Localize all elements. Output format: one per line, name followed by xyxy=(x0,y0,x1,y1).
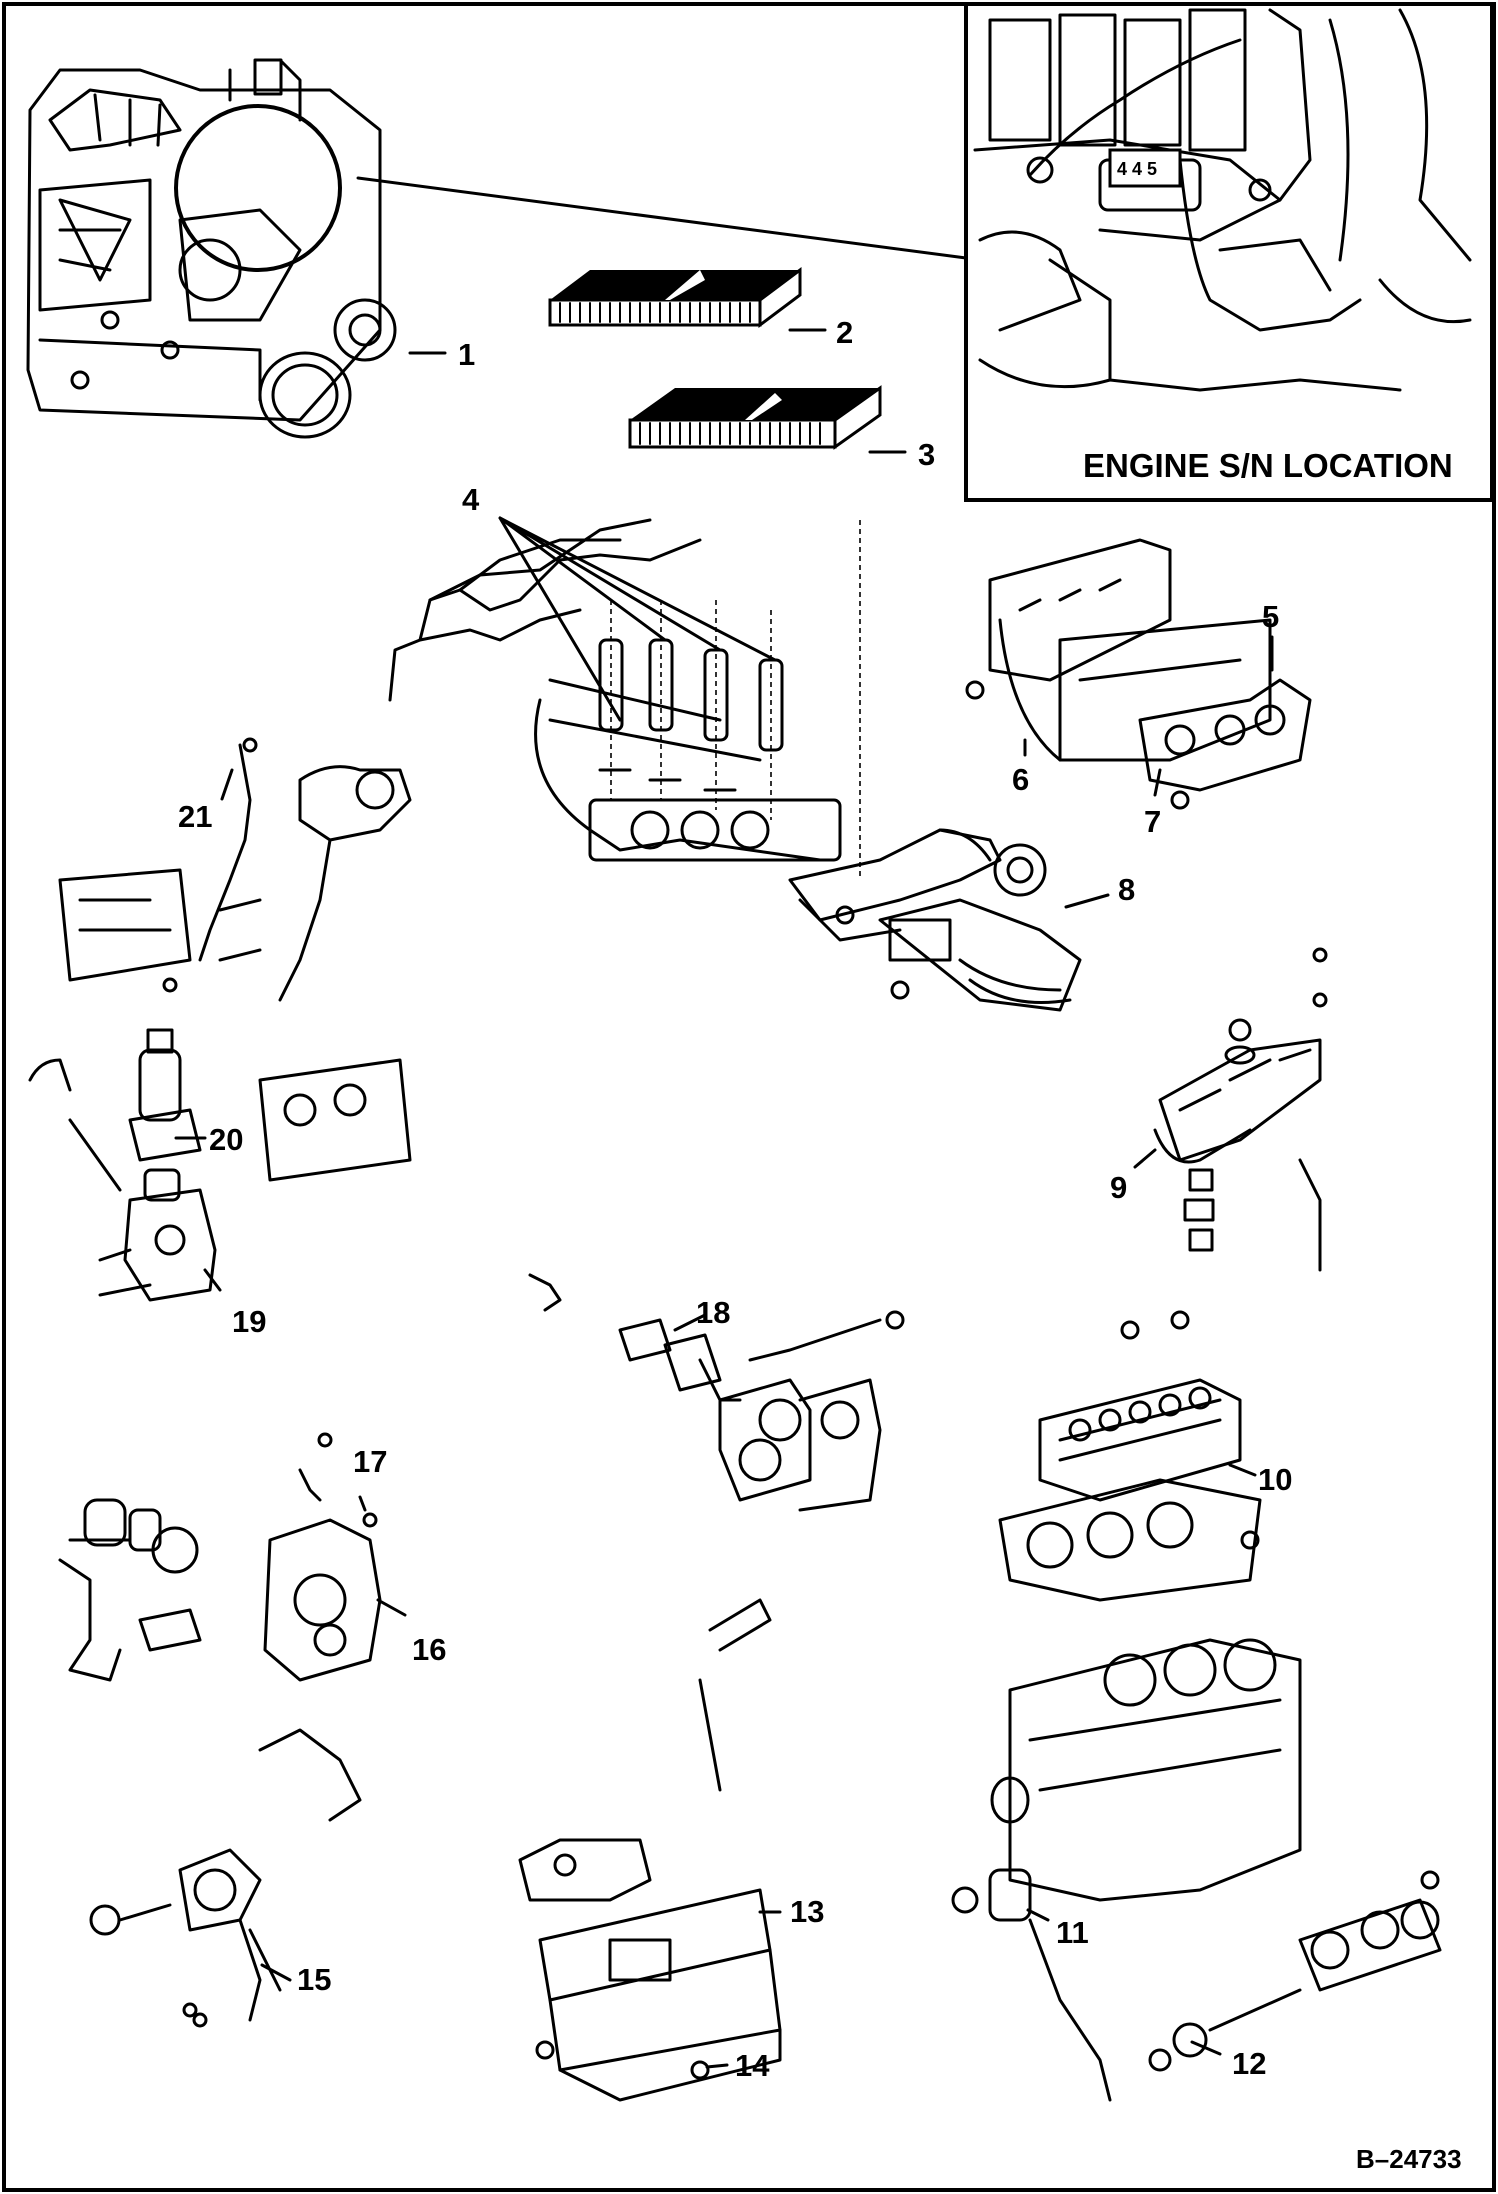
callout-9-leader xyxy=(1133,1148,1157,1169)
gasket-assembly-illustration xyxy=(528,1273,905,1512)
crankshaft-illustration xyxy=(1148,1870,1442,2072)
valve-cover-illustration xyxy=(1153,947,1328,1272)
callout-19: 19 xyxy=(232,1304,266,1339)
callout-18: 18 xyxy=(696,1295,730,1330)
callout-4: 4 xyxy=(462,482,480,517)
injector-lines-illustration xyxy=(388,518,842,862)
callout-20: 20 xyxy=(209,1122,243,1157)
engine-assembly-illustration xyxy=(26,58,397,439)
turbocharger-exhaust-illustration xyxy=(788,828,1082,1012)
callout-5: 5 xyxy=(1262,599,1279,634)
injector-dashed-guides xyxy=(610,520,861,880)
callout-15: 15 xyxy=(297,1962,331,1997)
serial-number-inset: 4 4 5 ENGINE S/N LOCATION xyxy=(964,2,1494,502)
callout-1: 1 xyxy=(458,337,475,372)
callout-11-leader xyxy=(1026,1908,1050,1922)
water-pump-illustration xyxy=(89,1728,362,2028)
callout-13: 13 xyxy=(790,1894,824,1929)
callout-16-leader xyxy=(376,1598,407,1617)
engine-block-oil-pump-illustration xyxy=(951,1638,1302,2102)
callout-9: 9 xyxy=(1110,1170,1127,1205)
callout-6: 6 xyxy=(1012,762,1029,797)
inset-caption: ENGINE S/N LOCATION xyxy=(1083,447,1453,484)
air-filter-element-2 xyxy=(548,267,802,328)
callout-7-leader xyxy=(1153,768,1162,797)
thermostat-housing-illustration xyxy=(28,1028,412,1302)
callout-17-leader xyxy=(358,1495,367,1512)
gear-case-oil-filter-illustration xyxy=(58,1432,382,1682)
callout-10-leader xyxy=(1228,1463,1257,1477)
callout-7: 7 xyxy=(1144,804,1161,839)
air-filter-element-3 xyxy=(628,385,882,450)
document-id: B–24733 xyxy=(1356,2144,1462,2174)
oil-pan-illustration xyxy=(518,1598,782,2102)
cylinder-head-illustration xyxy=(998,1310,1262,1602)
callout-12: 12 xyxy=(1232,2046,1266,2081)
callout-18-leader xyxy=(673,1313,707,1332)
callout-4-leaders xyxy=(498,516,777,722)
callout-8-leader xyxy=(1064,893,1110,909)
callout-16: 16 xyxy=(412,1632,446,1667)
callout-8: 8 xyxy=(1118,872,1135,907)
inset-highlight-circle xyxy=(174,104,342,272)
callout-11: 11 xyxy=(1056,1915,1089,1950)
callout-21-leader xyxy=(220,768,234,801)
callout-21: 21 xyxy=(178,799,212,834)
callout-10: 10 xyxy=(1258,1462,1292,1497)
callout-2: 2 xyxy=(836,315,853,350)
callout-19-leader xyxy=(203,1268,222,1292)
inset-leader-line xyxy=(356,176,968,260)
callout-3: 3 xyxy=(918,437,935,472)
callout-14-leader xyxy=(705,2063,729,2069)
callout-12-leader xyxy=(1190,2040,1222,2056)
serial-plate: 4 4 5 xyxy=(1108,148,1182,188)
svg-text:4 4 5: 4 4 5 xyxy=(1117,159,1157,179)
callout-17: 17 xyxy=(353,1444,387,1479)
callout-14: 14 xyxy=(735,2048,770,2083)
callout-labels: 1 2 3 4 5 6 7 8 9 10 11 12 13 14 15 16 1… xyxy=(178,315,1292,2083)
turbo-oil-line-illustration xyxy=(58,737,412,1002)
callout-15-leader xyxy=(260,1963,292,1982)
